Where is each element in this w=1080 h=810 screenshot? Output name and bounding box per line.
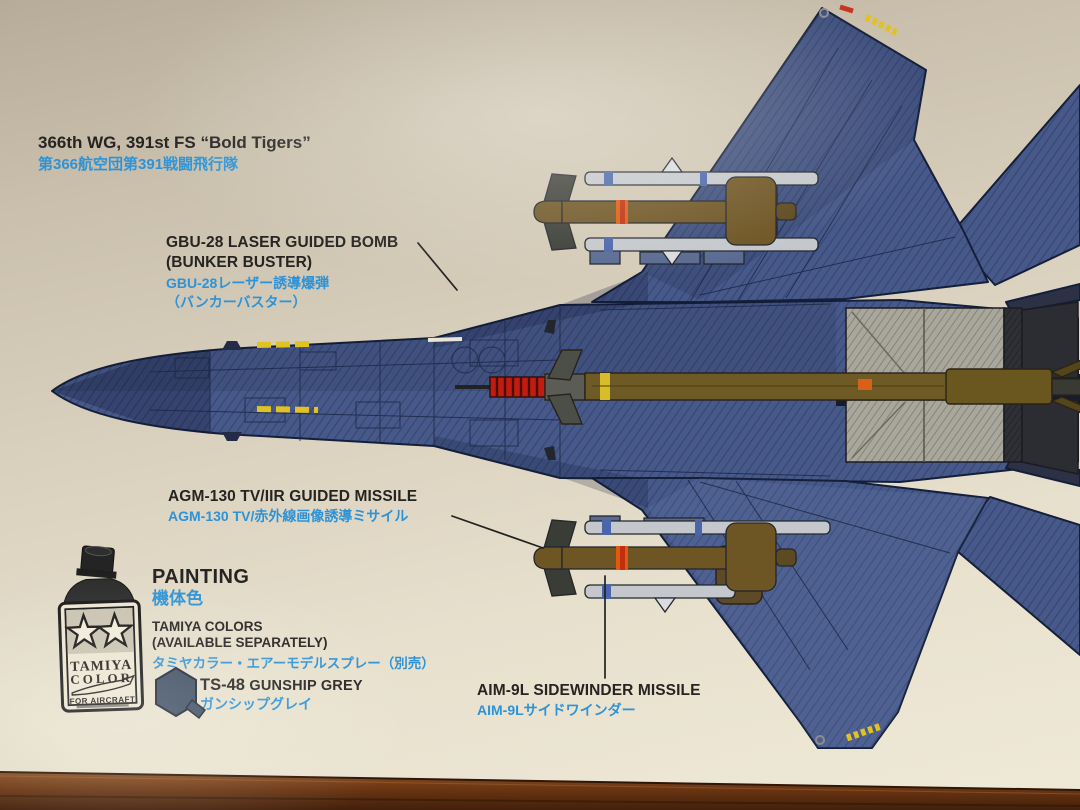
fine-print-line (76, 704, 129, 709)
painting-note: TAMIYA COLORS (AVAILABLE SEPARATELY) タミヤ… (152, 619, 435, 672)
gbu28-leader-line (417, 242, 458, 291)
gbu28-red-nose (489, 376, 546, 398)
spray-can-brand-line1: TAMIYA (70, 658, 133, 675)
panel-lines (149, 47, 956, 671)
painting-note-en-line2: (AVAILABLE SEPARATELY) (152, 634, 328, 650)
squadron-title-en: 366th WG, 391st FS “Bold Tigers” (38, 133, 311, 152)
spray-can-for-aircraft: FOR AIRCRAFT (69, 695, 135, 706)
agm130-leader-line (451, 515, 544, 549)
agm130-label-ja: AGM-130 TV/赤外線画像誘導ミサイル (168, 507, 409, 524)
agm130-missile-illustration-upper (533, 173, 797, 251)
wood-table (0, 771, 1080, 810)
spray-can-icon: TAMIYA COLOR FOR AIRCRAFT (57, 545, 145, 713)
engine-bays (836, 301, 1080, 475)
agm130-callout: AGM-130 TV/IIR GUIDED MISSILE AGM-130 TV… (168, 487, 417, 526)
aim9l-label-ja: AIM-9Lサイドワインダー (477, 701, 636, 718)
wingtip-markings (815, 4, 901, 745)
aim9-missile-lower-right (584, 584, 736, 614)
squadron-label: 366th WG, 391st FS “Bold Tigers” 第366航空団… (38, 133, 311, 175)
paint-name-en: GUNSHIP GREY (249, 678, 363, 694)
tamiya-stars-icon (64, 610, 135, 650)
painting-heading-en: PAINTING (152, 566, 250, 588)
paint-code: TS-48 (200, 676, 245, 694)
agm130-label-en: AGM-130 TV/IIR GUIDED MISSILE (168, 488, 418, 505)
aircraft-shading (52, 8, 988, 748)
gbu28-label-ja-line2: （バンカーバスター） (166, 294, 307, 310)
painting-heading-ja: 機体色 (152, 589, 203, 608)
weapons-lower-cluster (533, 515, 831, 614)
paint-color-entry: TS-48 GUNSHIP GREY ガンシップグレイ (200, 676, 363, 712)
spray-can-brand-line2: COLOR (70, 670, 133, 687)
gbu28-label-ja-line1: GBU-28レーザー誘導爆弾 (166, 275, 330, 291)
aim9-missile-lower-left (584, 520, 831, 535)
aim9l-callout: AIM-9L SIDEWINDER MISSILE AIM-9Lサイドワインダー (477, 681, 701, 720)
gbu28-bomb-illustration (455, 349, 1080, 425)
paint-swatch-nozzle (184, 698, 207, 720)
painting-note-en-line1: TAMIYA COLORS (152, 619, 263, 634)
airplane-silhouette-icon (71, 674, 135, 696)
weapons-upper-cluster (533, 156, 819, 267)
painting-heading: PAINTING 機体色 (152, 566, 249, 609)
paint-swatch-hexagon (155, 666, 197, 718)
fuselage-markings (222, 320, 556, 460)
paint-swatch-icon (155, 666, 207, 720)
aim9l-label-en: AIM-9L SIDEWINDER MISSILE (477, 682, 701, 699)
squadron-title-ja: 第366航空団第391戦闘飛行隊 (38, 156, 239, 173)
gbu28-label-en-line1: GBU-28 LASER GUIDED BOMB (166, 234, 399, 251)
leader-lines (417, 242, 606, 679)
spray-can-cap (76, 545, 117, 579)
gbu28-callout: GBU-28 LASER GUIDED BOMB (BUNKER BUSTER)… (166, 233, 398, 312)
gbu28-label-en-line2: (BUNKER BUSTER) (166, 253, 313, 271)
paint-name-ja: ガンシップグレイ (200, 696, 312, 712)
agm130-missile-illustration-lower (533, 519, 797, 597)
painting-note-ja: タミヤカラー・エアーモデルスプレー（別売） (152, 656, 435, 671)
